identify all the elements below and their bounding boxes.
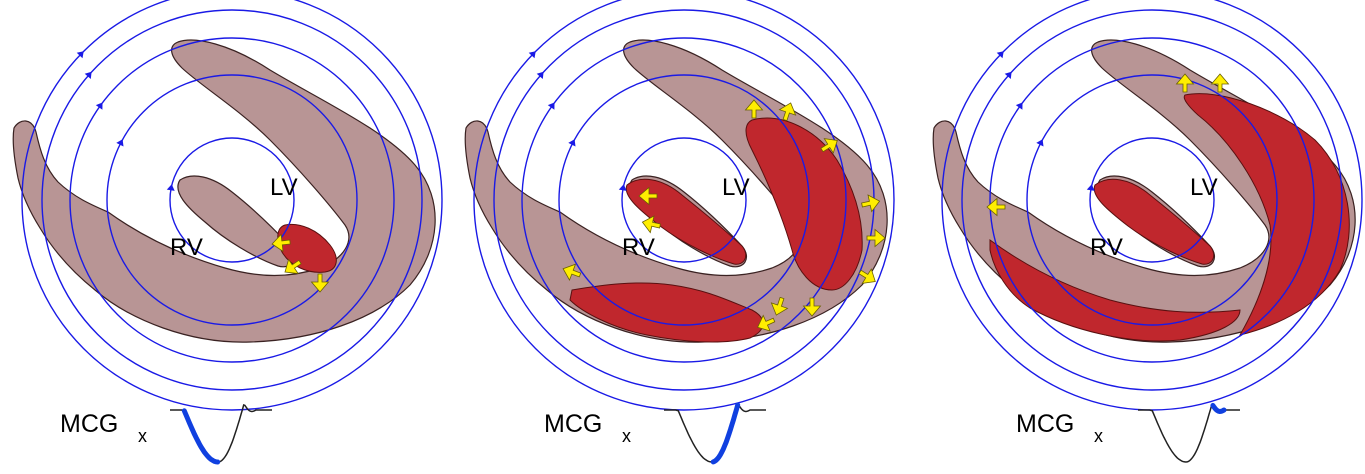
mcg-waveform-highlight: [181, 408, 221, 465]
field-direction-arrow: [116, 139, 124, 147]
field-direction-arrow: [547, 102, 555, 110]
field-direction-arrow: [1004, 71, 1012, 79]
field-direction-arrow: [1086, 184, 1095, 191]
mcg-trace: MCG x: [60, 404, 272, 465]
propagation-arrow: [757, 314, 776, 332]
mcg-label: MCG: [544, 410, 602, 438]
depolarization-arrows: [271, 233, 330, 293]
field-direction-arrow: [166, 184, 175, 191]
mcg-trace: MCG x: [544, 402, 766, 465]
mcg-label: MCG: [1016, 410, 1074, 438]
lv-label: LV: [270, 174, 298, 201]
rv-label: RV: [622, 234, 655, 261]
rv-label: RV: [170, 234, 203, 261]
propagation-arrow: [271, 233, 291, 253]
propagation-arrow: [820, 138, 838, 154]
mcg-waveform-highlight: [1210, 402, 1227, 415]
depolarization-arrows: [986, 73, 1230, 217]
field-line-circle: [41, 9, 423, 391]
mcg-subscript: x: [622, 426, 631, 446]
rv-label: RV: [1090, 234, 1123, 261]
magnetic-field-lines: [21, 0, 443, 411]
field-direction-arrow: [1036, 139, 1044, 147]
field-line-circle: [69, 37, 395, 363]
propagation-arrow: [310, 273, 330, 293]
mcg-subscript: x: [138, 426, 147, 446]
depolarized-region: [569, 117, 863, 343]
depolarized-area: [989, 239, 1241, 342]
mcg-subscript: x: [1094, 426, 1103, 446]
depolarized-area: [1093, 178, 1215, 265]
field-direction-arrow: [76, 51, 84, 59]
mcg-waveform-highlight: [710, 402, 741, 465]
field-line-circle: [621, 137, 747, 263]
field-line-circle: [961, 9, 1343, 391]
field-direction-arrow: [568, 139, 576, 147]
mcg-waveform: [1138, 404, 1240, 463]
propagation-arrow: [744, 99, 764, 119]
heart-tissue: [12, 39, 436, 343]
propagation-arrow: [641, 215, 661, 234]
propagation-arrow: [1175, 73, 1195, 93]
propagation-arrow: [861, 194, 881, 213]
mcg-waveform: [664, 404, 766, 463]
propagation-arrow: [866, 228, 886, 248]
panel-mid-depolarization: LV RV MCG x: [464, 0, 895, 465]
field-direction-arrow: [528, 51, 536, 59]
depolarization-arrows: [562, 99, 886, 332]
depolarized-area: [745, 117, 863, 291]
field-line-circle: [1026, 74, 1278, 326]
field-line-circle: [473, 0, 895, 411]
field-line-circle: [989, 37, 1315, 363]
field-direction-arrow: [95, 102, 103, 110]
magnetic-field-lines: [473, 0, 895, 411]
propagation-arrow: [802, 297, 822, 317]
propagation-arrow: [562, 263, 582, 282]
field-line-circle: [169, 137, 295, 263]
field-line-circle: [521, 37, 847, 363]
mcg-trace: MCG x: [1016, 402, 1240, 463]
panel-early-depolarization: LV RV MCG x: [12, 0, 443, 465]
propagation-arrow: [638, 186, 658, 206]
field-direction-arrow: [996, 51, 1004, 59]
propagation-arrow: [778, 102, 797, 122]
propagation-arrow: [1210, 73, 1230, 93]
field-line-circle: [1089, 137, 1215, 263]
field-line-circle: [21, 0, 443, 411]
field-direction-arrow: [1015, 102, 1023, 110]
mcg-label: MCG: [60, 410, 118, 438]
field-line-circle: [558, 74, 810, 326]
propagation-arrow: [986, 197, 1006, 217]
lv-label: LV: [1190, 174, 1218, 201]
propagation-arrow: [284, 258, 302, 274]
field-direction-arrow: [84, 71, 92, 79]
propagation-arrow: [858, 268, 876, 284]
field-direction-arrow: [618, 184, 627, 191]
field-line-circle: [106, 74, 358, 326]
panel-late-depolarization: LV RV MCG x: [932, 0, 1363, 463]
field-direction-arrow: [536, 71, 544, 79]
lv-label: LV: [722, 174, 750, 201]
propagation-arrow: [770, 296, 789, 316]
